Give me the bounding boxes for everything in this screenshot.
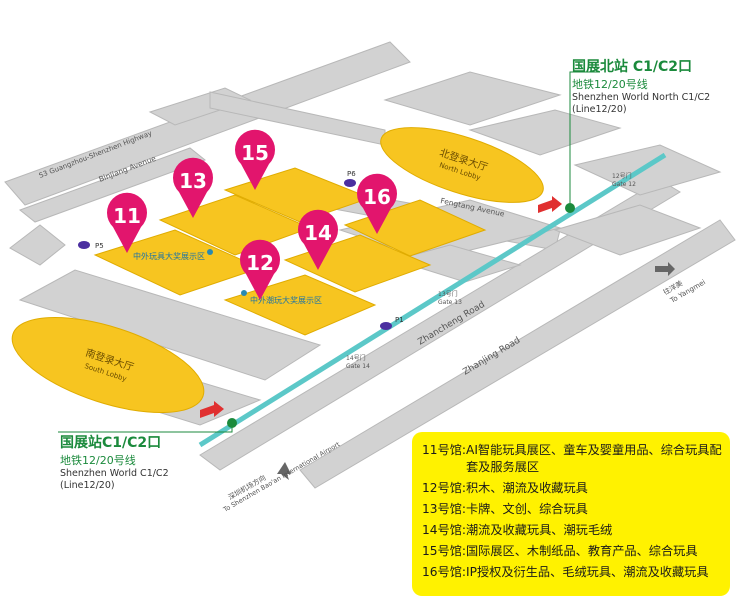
lot-block: [18, 269, 322, 381]
parking-label: P5: [95, 242, 104, 250]
legend-hall-number: 11号馆:: [422, 443, 466, 457]
hall-pin-14: 14: [298, 209, 338, 270]
zhancheng-road: [199, 179, 681, 471]
binjiang-road: [18, 147, 207, 223]
gate-14-zh: 14号门: [346, 354, 366, 362]
station-main: 国展站C1/C2口 地铁12/20号线 Shenzhen World C1/C2…: [60, 432, 169, 492]
gate-13-en: Gate 13: [438, 299, 462, 306]
hall-pins: 11 12 13 14 15 16: [107, 129, 397, 300]
pin-number: 11: [113, 204, 141, 228]
legend-hall-number: 13号馆:: [422, 502, 466, 516]
legend-hall-number: 12号馆:: [422, 481, 466, 495]
legend-hall-number: 14号馆:: [422, 523, 466, 537]
award-trend-label: 中外潮玩大奖展示区: [250, 295, 322, 305]
parking-p6: P6: [344, 170, 356, 187]
pin-number: 16: [363, 185, 391, 209]
legend-hall-exhibit: 卡牌、文创、综合玩具: [466, 502, 588, 516]
parking-p5: P5: [78, 241, 104, 250]
pin-number: 15: [241, 141, 269, 165]
arrow-south-icon: [277, 462, 291, 480]
hall-pin-13: 13: [173, 157, 213, 218]
leader-line: [58, 426, 233, 433]
pin-icon: [357, 173, 397, 234]
legend-hall-exhibit: AI智能玩具展区、童车及婴童用品、综合玩具配套及服务展区: [466, 443, 722, 474]
arrow-south-icon: [200, 401, 224, 418]
zhanjing-road: [299, 219, 736, 489]
award-dot: [207, 249, 213, 255]
mid-block: [393, 244, 522, 283]
south-lobby: [11, 316, 205, 414]
metro-icon: [565, 203, 575, 213]
east-block: [553, 204, 702, 256]
hall-pin-16: 16: [357, 173, 397, 234]
legend-row-hall-12: 12号馆:积木、潮流及收藏玩具: [422, 480, 722, 497]
station-main-name: 国展站C1/C2口: [60, 435, 162, 451]
north-block: [383, 71, 562, 126]
award-toy-label: 中外玩具大奖展示区: [133, 251, 205, 261]
north-lobby: [380, 127, 544, 203]
east-block: [573, 144, 722, 196]
pin-number: 12: [246, 251, 274, 275]
pin-number: 14: [304, 221, 332, 245]
gate-14-en: Gate 14: [346, 363, 370, 370]
arrow-east-icon: [655, 262, 675, 276]
legend-hall-exhibit: 潮流及收藏玩具、潮玩毛绒: [466, 523, 613, 537]
arrow-north-icon: [538, 196, 562, 213]
station-main-en2: (Line12/20): [60, 480, 115, 491]
hall-pin-15: 15: [234, 129, 275, 190]
parking-label: P6: [347, 170, 356, 178]
station-north-line: 地铁12/20号线: [572, 78, 648, 91]
legend-hall-number: 16号馆:: [422, 565, 466, 579]
station-north-name: 国展北站 C1/C2口: [572, 59, 693, 75]
parking-p1: P1: [380, 316, 404, 330]
legend-row-hall-15: 15号馆:国际展区、木制纸品、教育产品、综合玩具: [422, 543, 722, 560]
station-north-en2: (Line12/20): [572, 104, 627, 115]
pin-icon: [298, 209, 338, 270]
station-main-line: 地铁12/20号线: [60, 454, 136, 467]
hall-pin-11: 11: [107, 192, 148, 253]
legend-row-hall-14: 14号馆:潮流及收藏玩具、潮玩毛绒: [422, 522, 722, 539]
gate-12-en: Gate 12: [612, 181, 636, 188]
legend-row-hall-16: 16号馆:IP授权及衍生品、毛绒玩具、潮流及收藏玩具: [422, 564, 722, 581]
curve-road: [9, 224, 66, 266]
station-north: 国展北站 C1/C2口 地铁12/20号线 Shenzhen World Nor…: [572, 56, 710, 116]
legend-hall-exhibit: IP授权及衍生品、毛绒玩具、潮流及收藏玩具: [466, 565, 709, 579]
leader-line: [569, 71, 600, 205]
pin-icon: [107, 192, 148, 253]
gate-13-zh: 13号门: [438, 290, 458, 298]
parking-label: P1: [395, 316, 404, 324]
legend-hall-exhibit: 国际展区、木制纸品、教育产品、综合玩具: [466, 544, 698, 558]
road-network: [4, 41, 736, 489]
legend-hall-exhibit: 积木、潮流及收藏玩具: [466, 481, 588, 495]
legend-row-hall-13: 13号馆:卡牌、文创、综合玩具: [422, 501, 722, 518]
highway-road: [4, 41, 411, 206]
hall-pin-12: 12: [240, 239, 280, 300]
north-block: [468, 109, 622, 156]
gate-12-zh: 12号门: [612, 172, 632, 180]
station-north-en: Shenzhen World North C1/C2: [572, 92, 711, 103]
station-main-en: Shenzhen World C1/C2: [60, 468, 169, 479]
legend-row-hall-11: 11号馆:AI智能玩具展区、童车及婴童用品、综合玩具配套及服务展区: [422, 442, 722, 476]
pin-number: 13: [179, 169, 207, 193]
award-dot: [241, 290, 247, 296]
legend-hall-number: 15号馆:: [422, 544, 466, 558]
metro-icon: [227, 418, 237, 428]
pin-icon: [240, 239, 280, 300]
pin-icon: [234, 129, 275, 190]
metro-rail: [198, 152, 667, 448]
pin-icon: [173, 157, 213, 218]
